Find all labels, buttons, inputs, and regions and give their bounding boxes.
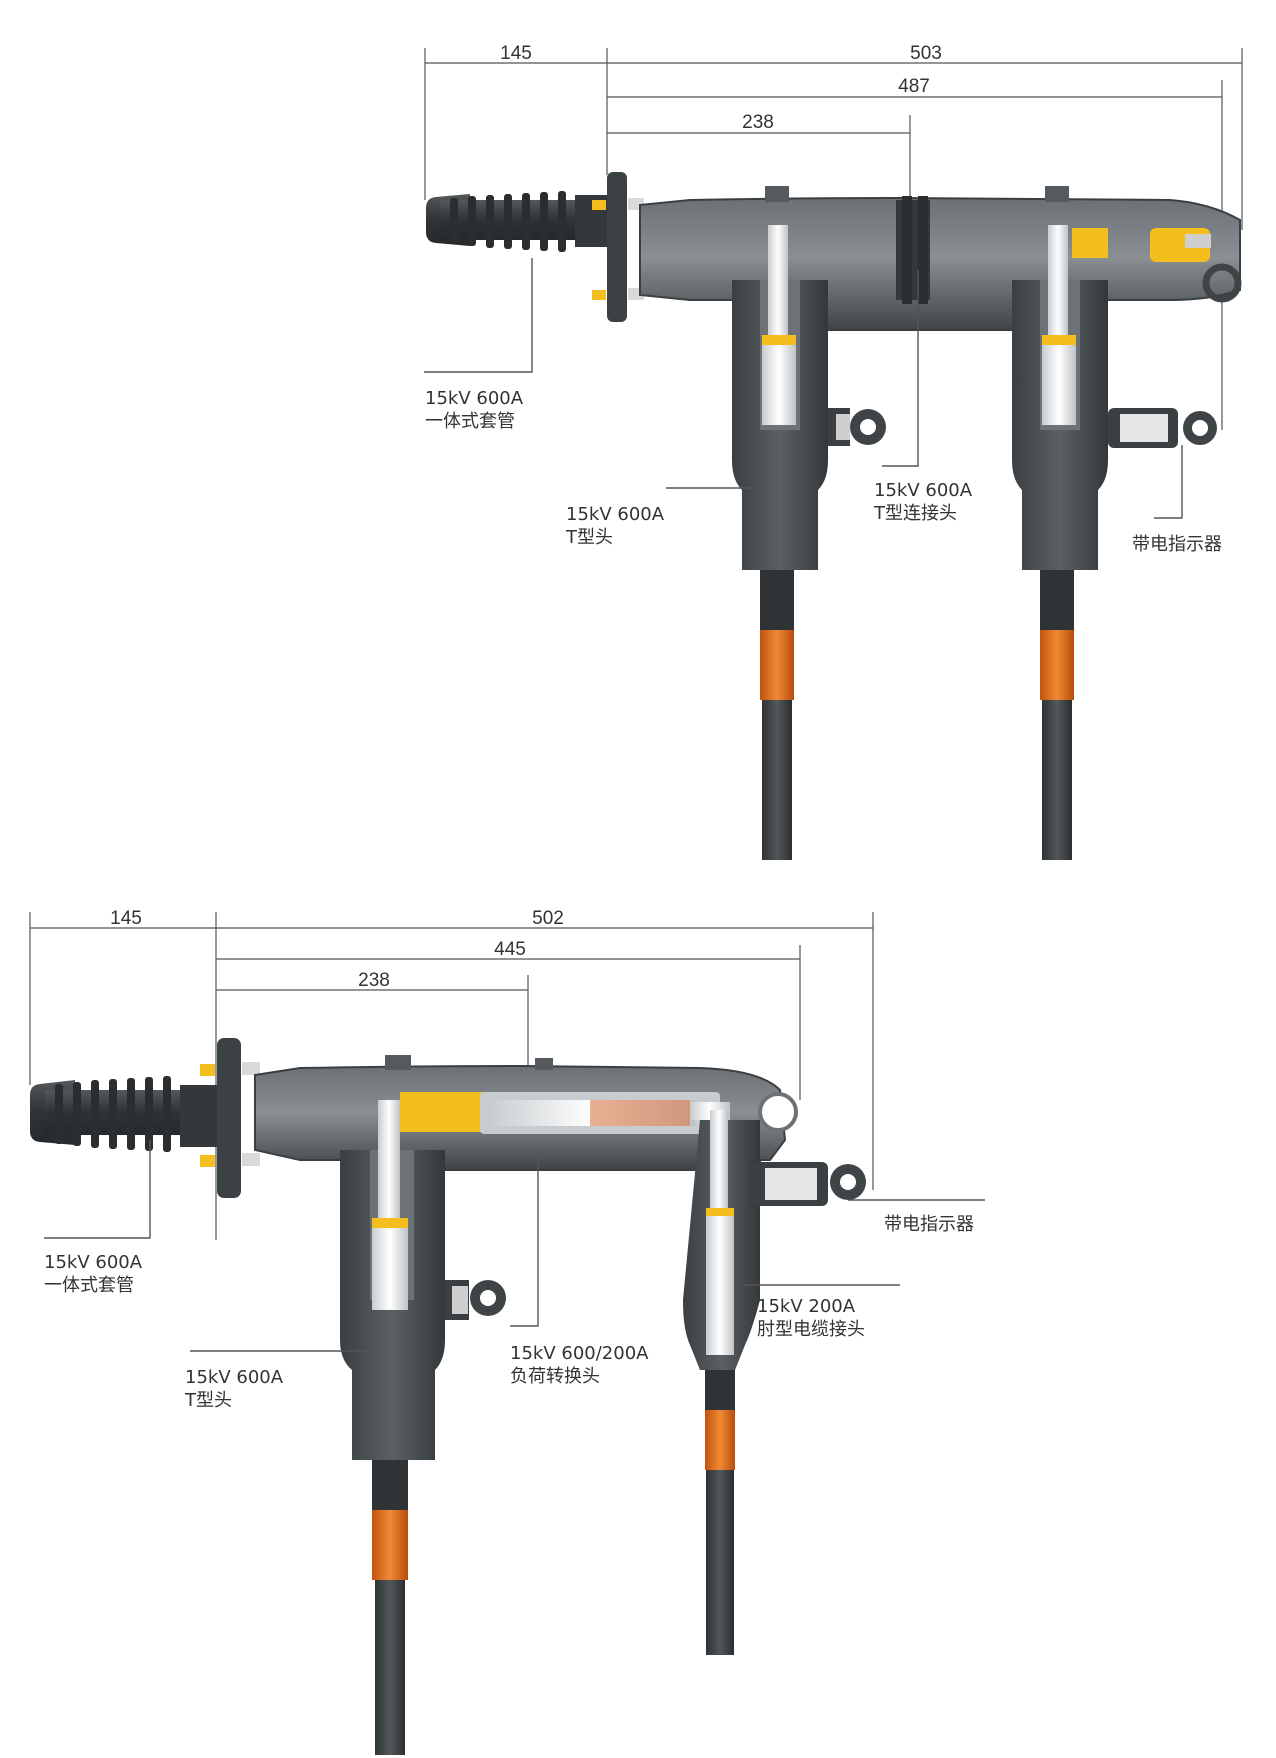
bottom-reducer-insert	[400, 1092, 730, 1134]
top-bushing-label-1: 15kV 600A	[425, 388, 524, 409]
top-flange	[592, 172, 644, 322]
bottom-dim-145: 145	[110, 908, 142, 929]
bottom-indicator-label: 带电指示器	[884, 1214, 974, 1235]
top-stud-right	[1045, 186, 1069, 202]
top-leader-lines	[424, 258, 1183, 519]
bottom-elbow-stud	[710, 1110, 728, 1220]
bottom-elbow-label-2: 肘型电缆接头	[757, 1319, 865, 1340]
top-left-stud	[768, 225, 788, 335]
top-assembly: 145 503 487 238	[424, 43, 1243, 860]
top-right-orange-band	[1040, 630, 1074, 700]
bottom-elbow-cable	[706, 1470, 734, 1655]
bottom-reducer-label-2: 负荷转换头	[510, 1366, 600, 1387]
top-right-contact	[1042, 345, 1076, 425]
bottom-assembly: 145 502 445 238	[29, 908, 985, 1755]
bottom-dim-445: 445	[494, 939, 526, 960]
bottom-elbow-orange-band	[705, 1410, 735, 1470]
bottom-end-cap	[758, 1092, 798, 1132]
bottom-flange	[200, 1038, 260, 1198]
bottom-elbow-label-1: 15kV 200A	[757, 1296, 856, 1317]
bottom-left-contact	[372, 1228, 408, 1310]
bottom-leader-lines	[44, 1140, 985, 1352]
bottom-left-stress-cone	[372, 1460, 408, 1510]
bottom-stud-left	[385, 1055, 411, 1070]
bottom-left-stud	[378, 1100, 400, 1220]
bottom-bushing-label-1: 15kV 600A	[44, 1252, 143, 1273]
bottom-tee-label-2: T型头	[184, 1390, 232, 1411]
top-left-cable	[762, 700, 792, 860]
bottom-left-cable	[375, 1580, 405, 1755]
top-bushing-label-2: 一体式套管	[425, 411, 515, 432]
bottom-reducer-label-1: 15kV 600/200A	[510, 1343, 649, 1364]
bottom-left-orange-band	[372, 1510, 408, 1580]
top-right-stress-cone	[1040, 570, 1074, 630]
bottom-dim-502: 502	[532, 908, 564, 929]
top-right-cable	[1042, 700, 1072, 860]
top-connector-rings	[896, 196, 930, 304]
top-stud-left	[765, 186, 789, 202]
bottom-elbow-stress-cone	[705, 1370, 735, 1410]
bottom-voltage-indicator	[750, 1162, 866, 1206]
top-right-stud	[1048, 225, 1068, 335]
top-tee-label-1: 15kV 600A	[566, 504, 665, 525]
top-left-orange-band	[760, 630, 794, 700]
top-dimension-lines	[424, 48, 1243, 430]
bottom-left-test-point	[445, 1280, 506, 1320]
bottom-elbow-contact	[706, 1215, 734, 1355]
top-dim-145: 145	[500, 43, 532, 64]
top-yellow-insert	[1072, 228, 1211, 262]
bottom-tee-label-1: 15kV 600A	[185, 1367, 284, 1388]
bottom-stud-mid	[535, 1058, 553, 1070]
top-left-contact	[762, 345, 796, 425]
bottom-dim-238: 238	[358, 970, 390, 991]
top-indicator-label: 带电指示器	[1132, 534, 1222, 555]
top-voltage-indicator	[1108, 408, 1217, 448]
top-connector-label-1: 15kV 600A	[874, 480, 973, 501]
bottom-bushing-label-2: 一体式套管	[44, 1275, 134, 1296]
top-left-stress-cone	[760, 570, 794, 630]
bottom-dimension-lines	[29, 912, 874, 1240]
top-dim-487: 487	[898, 76, 930, 97]
top-connector-label-2: T型连接头	[873, 503, 957, 524]
top-dim-238: 238	[742, 112, 774, 133]
top-left-test-point	[828, 408, 886, 446]
top-end-eye	[1202, 263, 1242, 303]
bottom-bushing-shed	[30, 1076, 220, 1152]
top-bushing-shed	[426, 191, 610, 252]
top-dim-503: 503	[910, 43, 942, 64]
top-main-body	[639, 196, 1241, 331]
top-tee-label-2: T型头	[565, 527, 613, 548]
